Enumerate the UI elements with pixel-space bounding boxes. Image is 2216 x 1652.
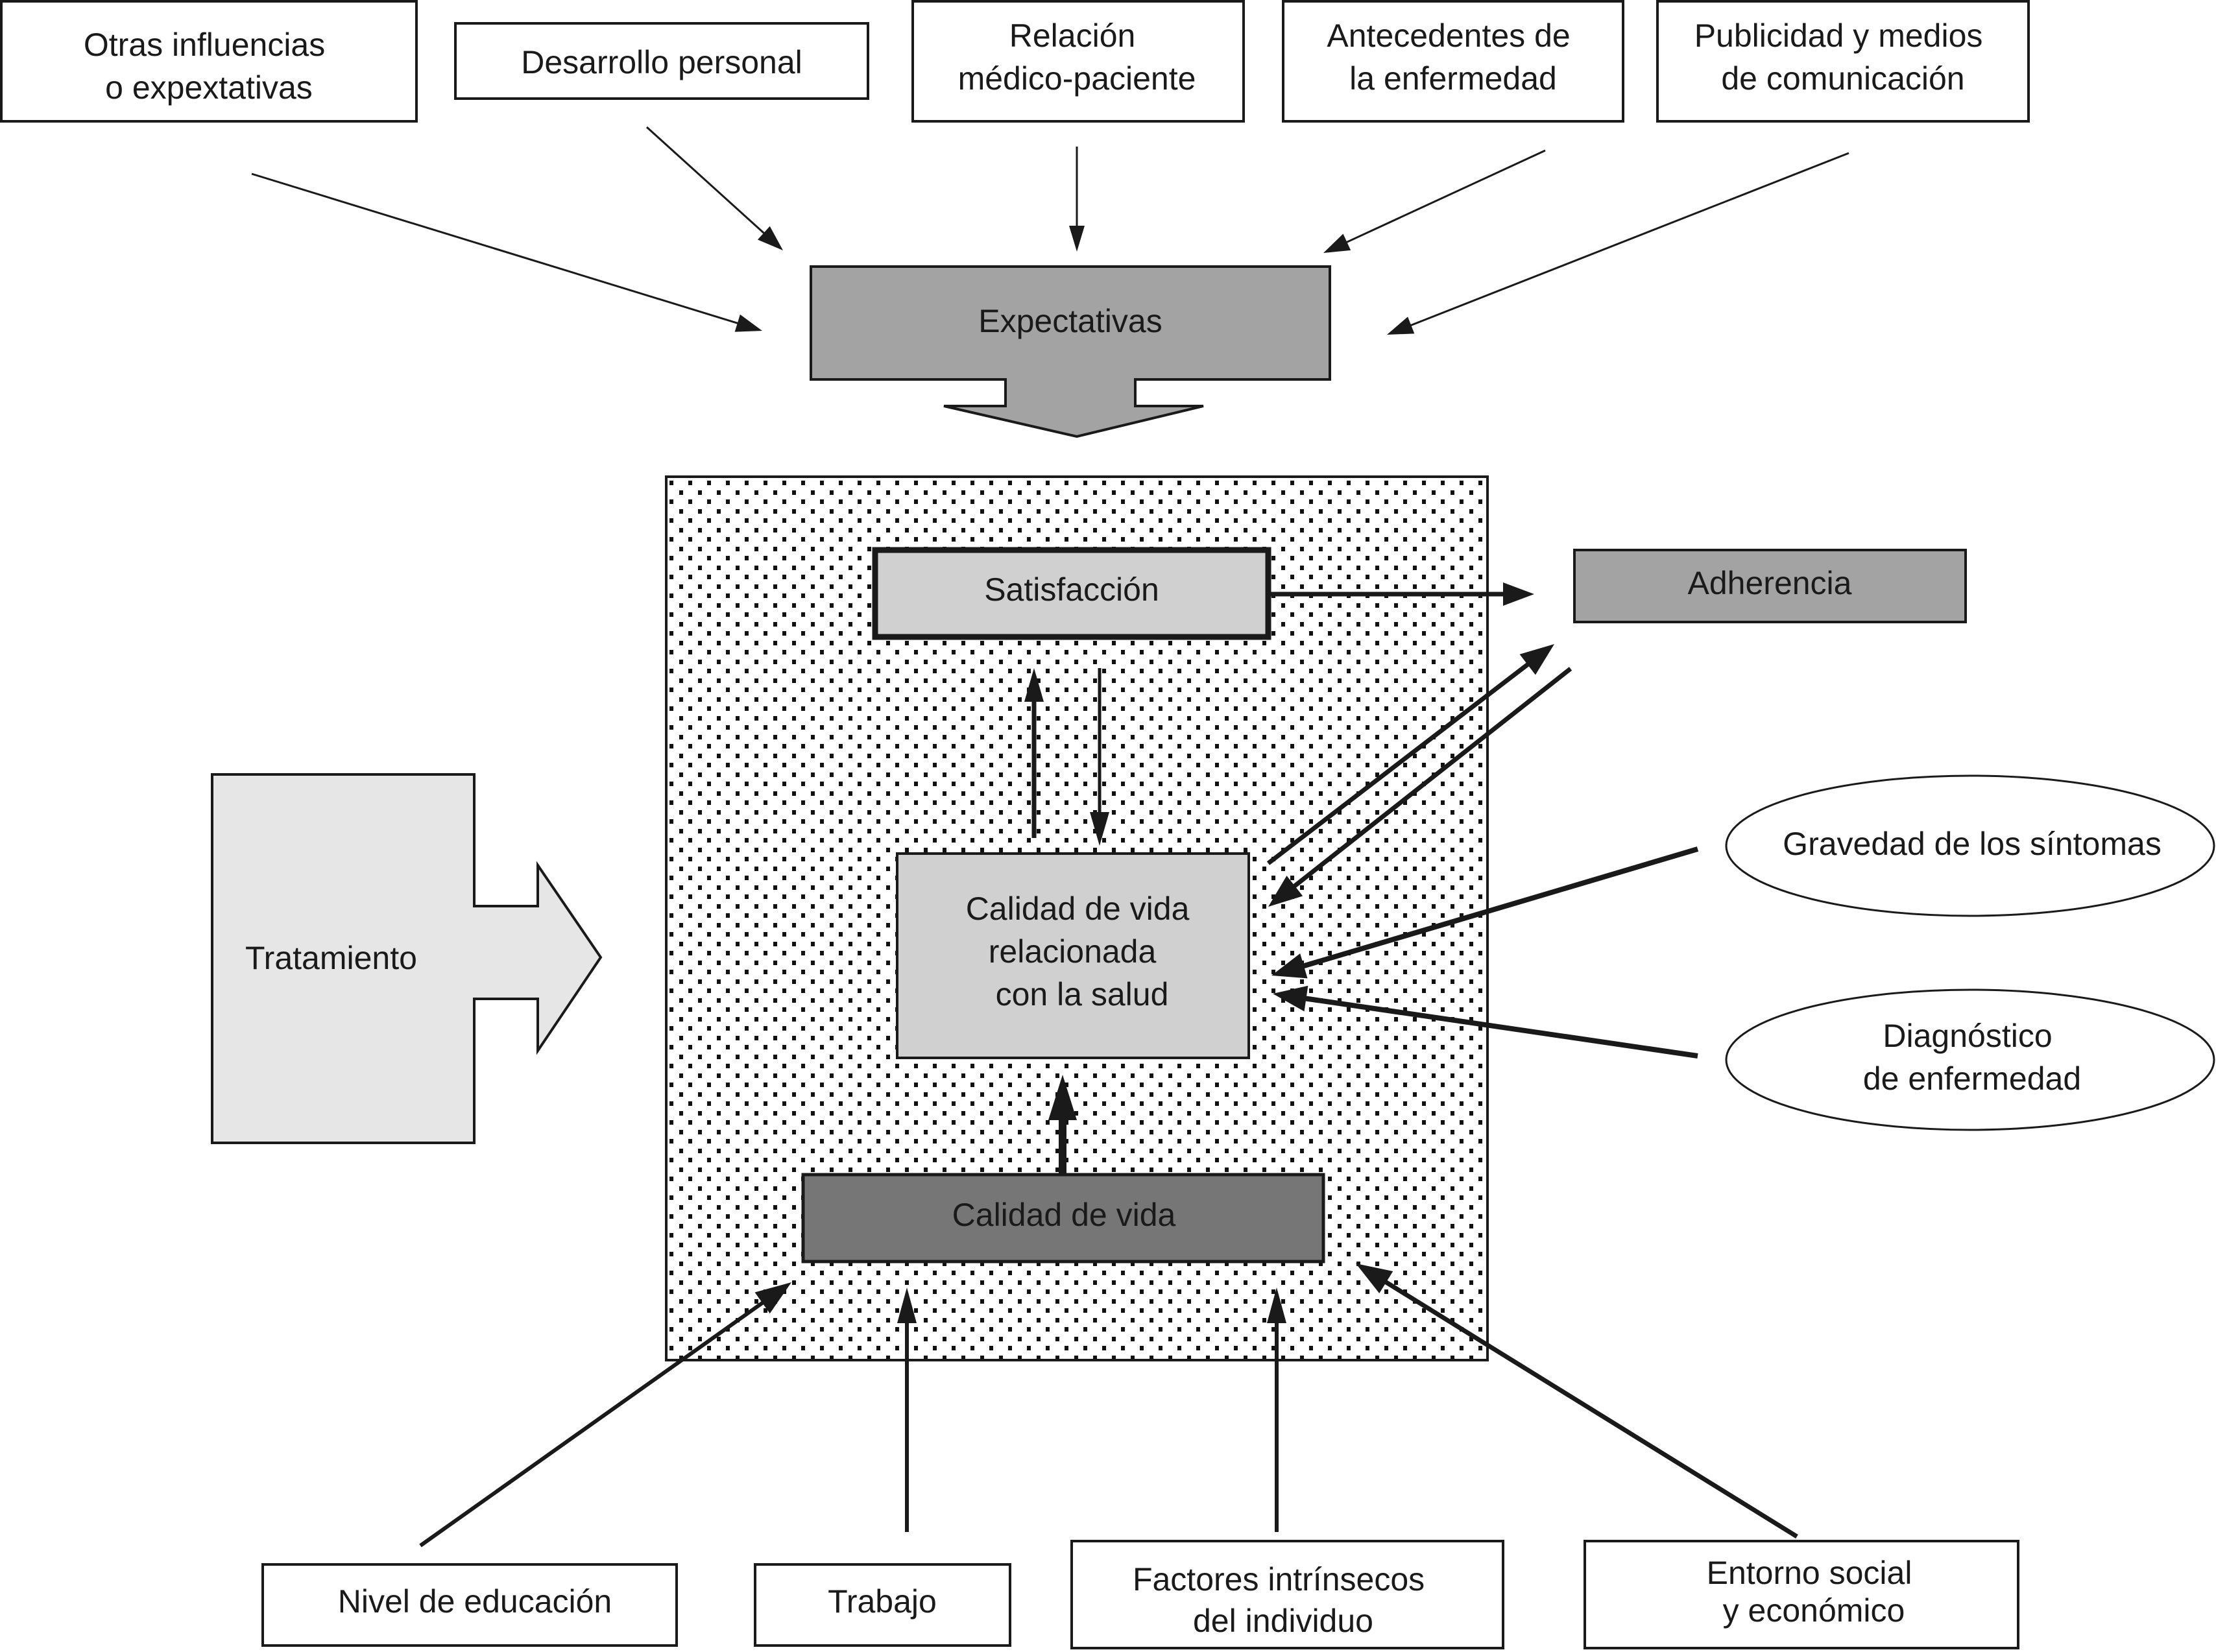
adherencia-box[interactable]: Adherencia xyxy=(1573,549,1967,623)
arrow-trabajo-to-calidad xyxy=(897,1287,917,1532)
arrow-head-icon xyxy=(757,226,783,250)
arrows xyxy=(251,126,1849,1548)
arrow-head-icon xyxy=(1090,812,1109,846)
arrow-relacion-to-expectativas xyxy=(1069,147,1085,252)
source-label: Nivel de educación xyxy=(338,1583,612,1620)
source-box-relacion-medico-paciente[interactable]: Relación médico-paciente xyxy=(911,0,1245,123)
arrow-adherencia-to-cvrs xyxy=(1268,667,1572,907)
gravedad-label: Gravedad de los síntomas xyxy=(1783,826,2162,862)
arrow-educacion-to-calidad xyxy=(419,1282,791,1548)
arrow-head-icon xyxy=(1048,1075,1077,1120)
tratamiento-label: Tratamiento xyxy=(245,940,417,976)
arrow-desarrollo-to-expectativas xyxy=(645,126,783,250)
arrow-entorno-to-calidad xyxy=(1356,1263,1798,1538)
source-box-trabajo[interactable]: Trabajo xyxy=(754,1563,1011,1647)
arrow-head-icon xyxy=(1268,876,1303,907)
arrow-head-icon xyxy=(897,1287,917,1323)
arrow-head-icon xyxy=(734,314,762,332)
arrow-shaft xyxy=(1266,662,1530,865)
arrow-shaft xyxy=(645,126,765,235)
arrow-head-icon xyxy=(754,1282,791,1314)
arrow-head-icon xyxy=(1069,226,1085,252)
arrow-head-icon xyxy=(1323,233,1351,253)
source-label: Relación médico-paciente xyxy=(958,18,1196,97)
bottom-sources: Nivel de educación Trabajo Factores intr… xyxy=(261,1540,2019,1649)
arrow-factores-to-calidad xyxy=(1267,1287,1286,1532)
source-box-factores-intrinsecos[interactable]: Factores intrínsecos del individuo xyxy=(1070,1540,1504,1649)
calidad-de-vida-label: Calidad de vida xyxy=(952,1197,1176,1233)
source-label: Publicidad y medios de comunicación xyxy=(1694,18,1992,97)
arrow-head-icon xyxy=(1024,668,1044,702)
arrow-shaft xyxy=(251,173,740,325)
arrow-satisfaccion-to-cvrs xyxy=(1090,668,1109,846)
source-box-desarrollo-personal[interactable]: Desarrollo personal xyxy=(454,22,869,100)
arrow-gravedad-to-cvrs xyxy=(1271,846,1699,979)
source-box-antecedentes[interactable]: Antecedentes de la enfermedad xyxy=(1282,0,1624,123)
arrow-shaft xyxy=(1292,667,1572,889)
arrow-head-icon xyxy=(1503,582,1534,606)
arrow-otras-to-expectativas xyxy=(251,173,762,332)
satisfaccion-label: Satisfacción xyxy=(984,571,1159,608)
arrow-shaft xyxy=(1384,1279,1798,1538)
factor-diagnostico-enfermedad[interactable]: Diagnóstico de enfermedad xyxy=(1725,988,2215,1131)
cvrs-box[interactable]: Calidad de vida relacionada con la salud xyxy=(896,852,1250,1059)
source-label: Antecedentes de la enfermedad xyxy=(1327,18,1579,97)
source-box-nivel-educacion[interactable]: Nivel de educación xyxy=(261,1563,678,1647)
arrow-head-icon xyxy=(1387,317,1415,335)
arrow-shaft xyxy=(1409,152,1849,327)
tratamiento-block[interactable]: Tratamiento xyxy=(211,773,603,1144)
source-label: Entorno social y económico xyxy=(1707,1555,1921,1629)
source-label: Trabajo xyxy=(828,1583,937,1620)
expectativas-label: Expectativas xyxy=(978,303,1162,339)
source-label: Otras influencias o expextativas xyxy=(84,27,334,106)
satisfaccion-box[interactable]: Satisfacción xyxy=(872,547,1271,640)
diagnostico-label: Diagnóstico de enfermedad xyxy=(1863,1018,2081,1097)
arrow-diagnostico-to-cvrs xyxy=(1273,985,1698,1059)
top-sources: Otras influencias o expextativas Desarro… xyxy=(0,0,2030,123)
arrow-shaft xyxy=(1345,149,1546,244)
arrow-head-icon xyxy=(1519,644,1554,675)
cvrs-label: Calidad de vida relacionada con la salud xyxy=(966,891,1199,1012)
source-label: Desarrollo personal xyxy=(521,44,802,80)
adherencia-label: Adherencia xyxy=(1688,565,1852,601)
source-box-publicidad[interactable]: Publicidad y medios de comunicación xyxy=(1656,0,2030,123)
arrow-shaft xyxy=(1304,996,1698,1059)
arrow-calidad-to-cvrs xyxy=(1048,1075,1077,1174)
arrow-shaft xyxy=(1301,846,1699,969)
arrow-head-icon xyxy=(1273,985,1308,1012)
arrow-head-icon xyxy=(1356,1263,1393,1293)
arrow-head-icon xyxy=(1271,953,1308,979)
arrow-shaft xyxy=(419,1300,765,1548)
source-box-entorno-social[interactable]: Entorno social y económico xyxy=(1584,1540,2019,1649)
arrow-cvrs-to-adherencia xyxy=(1266,644,1554,865)
arrow-publicidad-to-expectativas xyxy=(1387,152,1849,335)
calidad-de-vida-box[interactable]: Calidad de vida xyxy=(801,1173,1325,1263)
arrow-antecedentes-to-expectativas xyxy=(1323,149,1546,253)
expectativas-block[interactable]: Expectativas xyxy=(810,265,1331,438)
arrow-cvrs-to-satisfaccion xyxy=(1024,668,1044,838)
factor-gravedad-sintomas[interactable]: Gravedad de los síntomas xyxy=(1725,774,2215,917)
source-box-otras-influencias[interactable]: Otras influencias o expextativas xyxy=(0,0,418,123)
arrow-satisfaccion-to-adherencia xyxy=(1268,582,1534,606)
arrow-head-icon xyxy=(1267,1287,1286,1323)
source-label: Factores intrínsecos del individuo xyxy=(1133,1561,1434,1639)
